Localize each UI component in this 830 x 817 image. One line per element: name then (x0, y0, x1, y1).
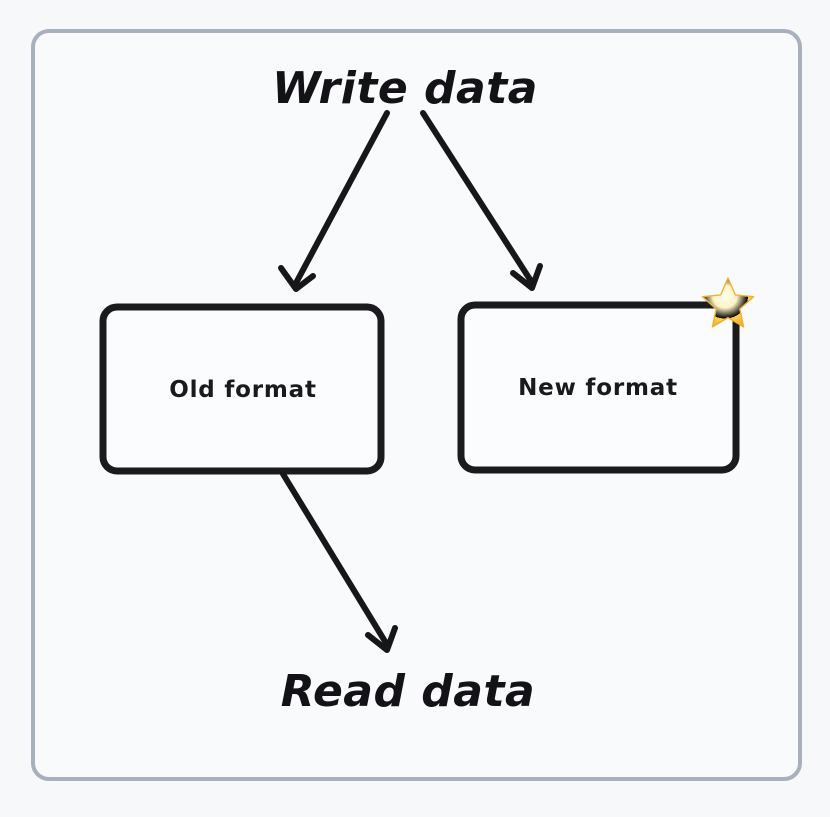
edge-old-to-read-line (280, 471, 389, 646)
edge-old-format-to-read (280, 471, 398, 653)
write-data-label: Write data (272, 63, 538, 114)
edge-write-to-old-line (293, 110, 390, 286)
edge-write-to-old-arrowhead (278, 265, 316, 292)
old-format-box[interactable] (99, 303, 385, 475)
node-new-format[interactable]: New format (457, 301, 740, 474)
old-format-label: Old format (169, 377, 317, 403)
edge-write-to-new-format (420, 110, 543, 291)
edge-write-to-new-line (420, 110, 534, 284)
edge-write-to-new-arrowhead (510, 263, 543, 291)
edge-write-to-old-format (278, 110, 390, 292)
star-icon-shape (701, 277, 755, 328)
node-old-format[interactable]: Old format (99, 303, 385, 475)
new-format-label: New format (518, 375, 678, 401)
read-data-label: Read data (281, 666, 535, 717)
new-format-box[interactable] (457, 301, 740, 474)
star-icon (701, 277, 755, 328)
diagram-frame (31, 29, 802, 781)
edge-old-to-read-arrowhead (365, 625, 398, 653)
